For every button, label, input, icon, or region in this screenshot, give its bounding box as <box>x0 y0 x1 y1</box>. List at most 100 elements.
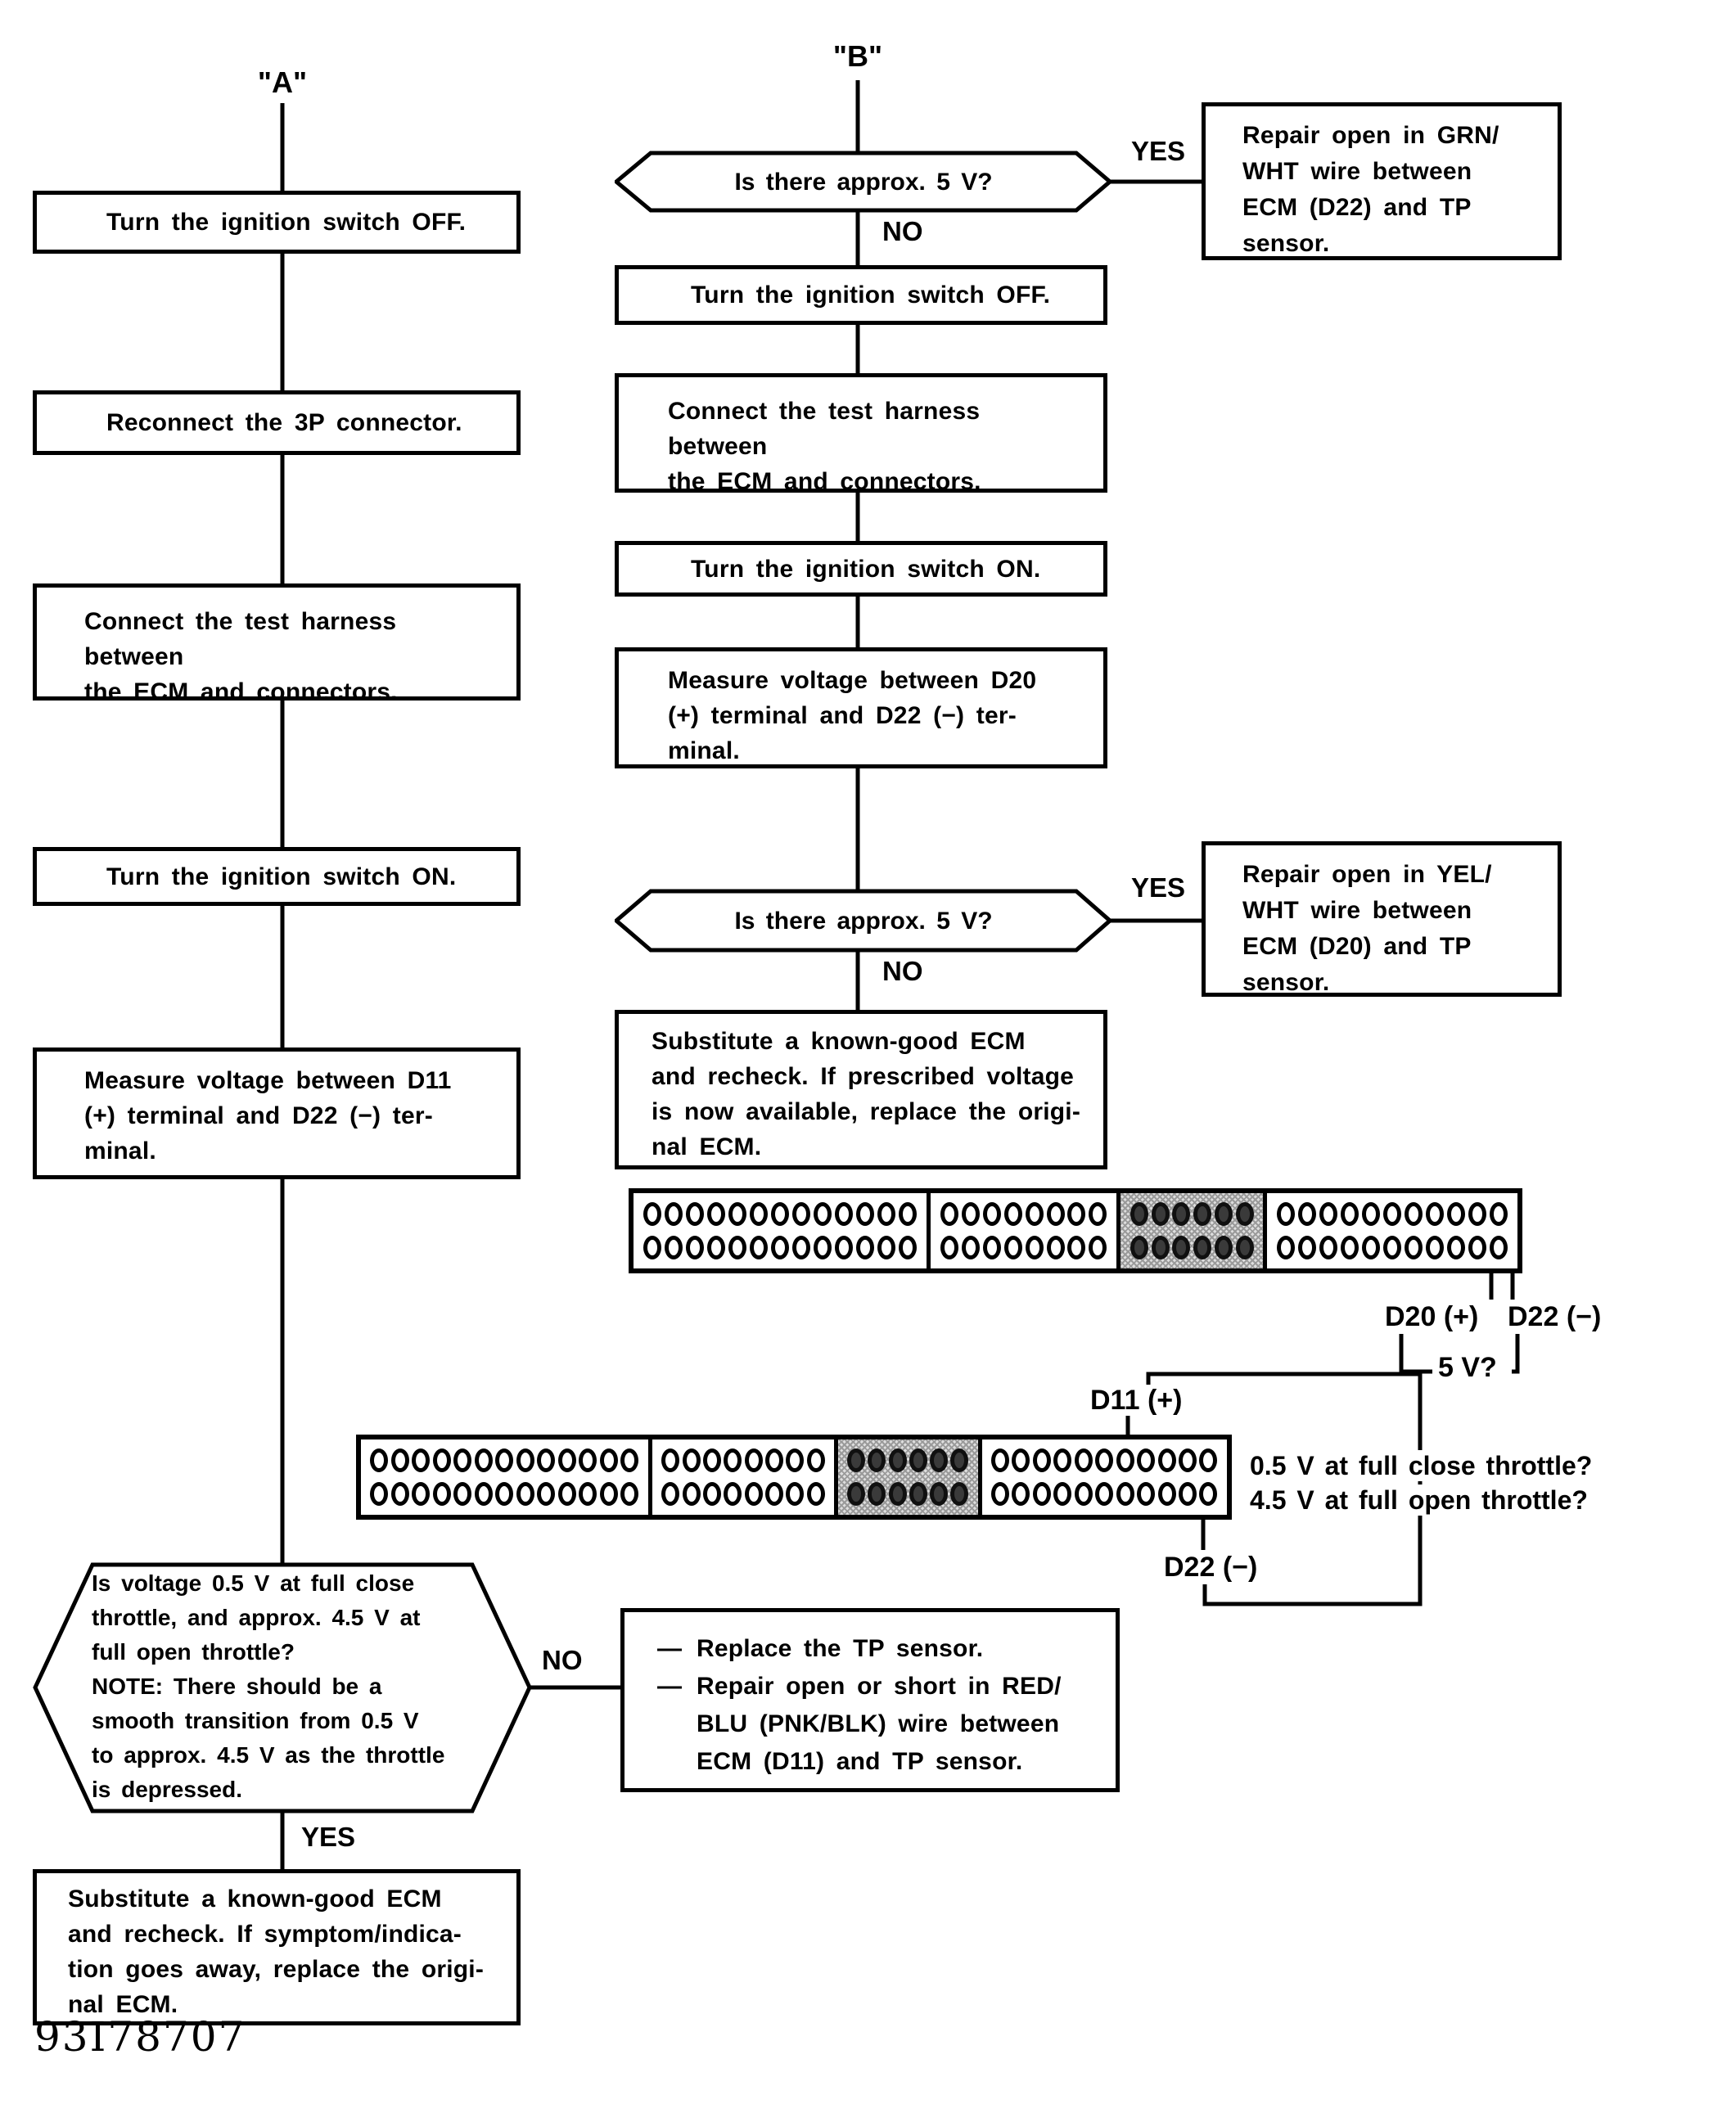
pin-circle <box>1178 1481 1197 1506</box>
step-text: Turn the ignition switch OFF. <box>106 209 467 236</box>
pin-circle <box>728 1235 747 1259</box>
pin-circle <box>707 1235 726 1259</box>
pin-circle <box>682 1481 701 1506</box>
pin-circle <box>1193 1235 1212 1259</box>
pin-circle <box>877 1202 896 1227</box>
pin-circle <box>537 1481 556 1506</box>
step-text: Reconnect the 3P connector. <box>106 409 462 436</box>
pin-circle <box>792 1235 811 1259</box>
pin-circle <box>1383 1235 1402 1259</box>
step-text: Substitute a known-good ECM and recheck.… <box>652 1028 1081 1160</box>
pin-circle <box>1319 1235 1338 1259</box>
decision-hex-5v-1: Is there approx. 5 V? <box>615 151 1112 213</box>
pin-circle <box>847 1448 866 1473</box>
voltage-bracket-label-5v: 5 V? <box>1438 1352 1497 1383</box>
pin-circle <box>1468 1235 1486 1259</box>
step-text: Turn the ignition switch OFF. <box>691 282 1051 309</box>
pin-circle <box>1157 1481 1176 1506</box>
step-text: Substitute a known-good ECM and recheck.… <box>68 1885 485 2018</box>
pin-row <box>937 1235 1110 1259</box>
pin-circle <box>643 1235 662 1259</box>
repair-box-grn-wht: Repair open in GRN/ WHT wire between ECM… <box>1202 102 1562 260</box>
pin-circle <box>1130 1202 1148 1227</box>
ecm-connector-2 <box>356 1435 1232 1520</box>
pin-circle <box>1116 1481 1134 1506</box>
hexagon-shape <box>33 1562 532 1813</box>
pin-circle <box>1151 1235 1170 1259</box>
decision-hex-throttle-voltage: Is voltage 0.5 V at full close throttle,… <box>33 1561 532 1814</box>
no-label-2: NO <box>882 956 923 987</box>
yes-label-1: YES <box>1131 136 1186 167</box>
no-label-3: NO <box>542 1645 583 1676</box>
pin-circle <box>686 1235 705 1259</box>
bullet-dash: — <box>657 1673 683 1700</box>
pin-circle <box>940 1235 959 1259</box>
pin-circle <box>856 1235 875 1259</box>
pin-circle <box>724 1481 742 1506</box>
pin-circle <box>786 1448 805 1473</box>
pin-circle <box>1137 1448 1156 1473</box>
pin-circle <box>950 1481 969 1506</box>
step-text: Connect the test harness between the ECM… <box>84 608 398 705</box>
pin-circle <box>1214 1235 1233 1259</box>
pin-circle <box>516 1448 534 1473</box>
pin-circle <box>579 1481 597 1506</box>
bullet-text: Replace the TP sensor. <box>697 1635 984 1662</box>
pin-circle <box>1362 1235 1381 1259</box>
pin-circle <box>1053 1448 1072 1473</box>
pin-circle <box>1067 1235 1086 1259</box>
connector-section-shaded <box>838 1439 982 1515</box>
pin-circle <box>1089 1235 1107 1259</box>
pin-circle <box>930 1481 949 1506</box>
pin-circle <box>940 1202 959 1227</box>
pin-circle <box>1172 1235 1191 1259</box>
pin-circle <box>1277 1235 1296 1259</box>
pin-circle <box>1489 1235 1508 1259</box>
pin-circle <box>1089 1202 1107 1227</box>
pin-circle <box>835 1202 854 1227</box>
branch-a-label: "A" <box>233 67 331 98</box>
pin-circle <box>412 1481 431 1506</box>
pin-circle <box>1116 1448 1134 1473</box>
pin-circle <box>1151 1202 1170 1227</box>
pin-circle <box>1383 1202 1402 1227</box>
step-box-ignition-off-left: Turn the ignition switch OFF. <box>33 191 521 254</box>
step-box-test-harness-mid: Connect the test harness between the ECM… <box>615 373 1107 495</box>
pin-circle <box>1012 1448 1030 1473</box>
pin-circle <box>1199 1481 1218 1506</box>
five-v-bracket-left <box>1399 1334 1432 1374</box>
pin-circle <box>1067 1202 1086 1227</box>
pin-circle <box>412 1448 431 1473</box>
pin-row <box>845 1448 972 1473</box>
pin-circle <box>1032 1481 1051 1506</box>
pin-circle <box>1298 1202 1317 1227</box>
pin-circle <box>750 1235 769 1259</box>
pin-circle <box>453 1481 472 1506</box>
connector-section <box>982 1439 1227 1515</box>
repair-text: Repair open in YEL/ WHT wire between ECM… <box>1242 861 1492 996</box>
pin-circle <box>1468 1202 1486 1227</box>
connector-section <box>1267 1193 1517 1268</box>
decision-hex-5v-2: Is there approx. 5 V? <box>615 889 1112 953</box>
pin-circle <box>474 1481 493 1506</box>
pin-circle <box>888 1448 907 1473</box>
step-box-reconnect-3p: Reconnect the 3P connector. <box>33 390 521 455</box>
pin-circle <box>1341 1202 1359 1227</box>
pin-row <box>659 1448 827 1473</box>
pin-circle <box>390 1481 409 1506</box>
step-text: Turn the ignition switch ON. <box>691 555 1041 583</box>
replace-tp-sensor-box: — Replace the TP sensor. — Repair open o… <box>620 1608 1120 1792</box>
pin-circle <box>643 1202 662 1227</box>
pin-circle <box>557 1448 576 1473</box>
pin-label-d22-2: D22 (−) <box>1164 1552 1258 1583</box>
pin-circle <box>856 1202 875 1227</box>
hexagon-shape <box>615 151 1112 213</box>
pin-circle <box>1446 1202 1465 1227</box>
pin-circle <box>962 1235 981 1259</box>
pin-circle <box>1012 1481 1030 1506</box>
pin-circle <box>686 1202 705 1227</box>
throttle-voltage-open: 4.5 V at full open throttle? <box>1250 1484 1588 1516</box>
pin-circle <box>702 1481 721 1506</box>
pin-circle <box>661 1481 680 1506</box>
